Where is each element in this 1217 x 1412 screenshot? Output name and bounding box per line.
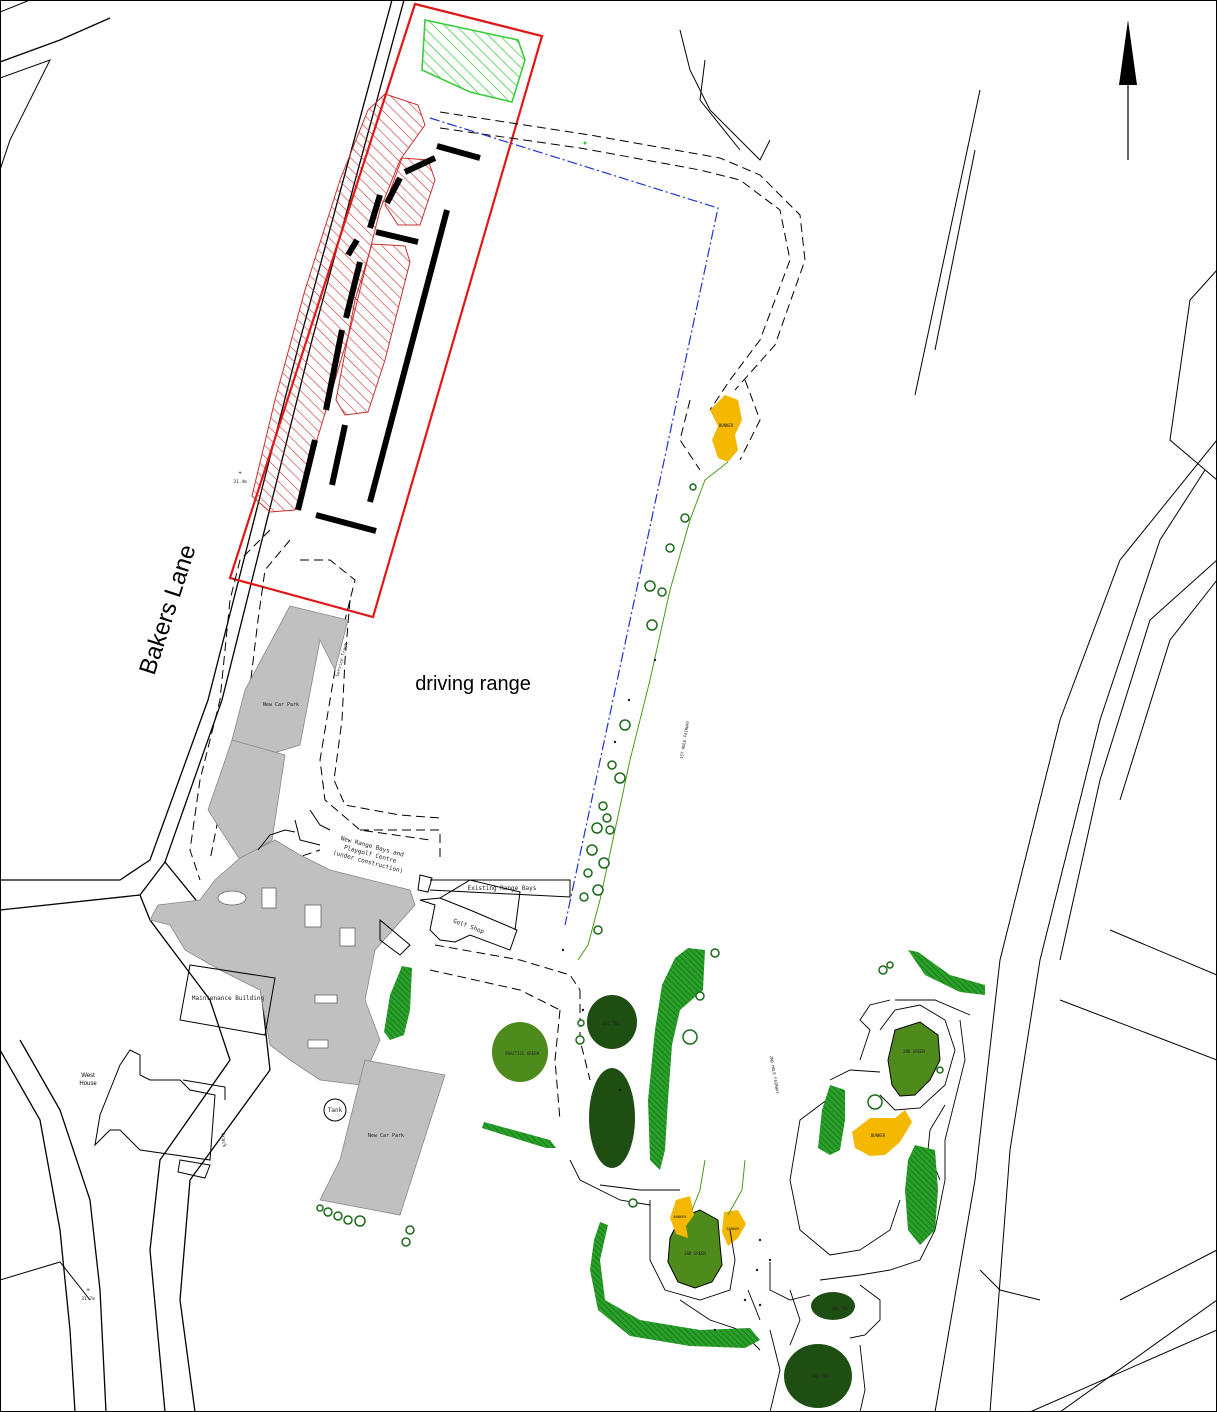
west-house-label-2: House xyxy=(79,1081,97,1087)
svg-text:31.7m: 31.7m xyxy=(81,1296,95,1302)
svg-text:2ND GREEN: 2ND GREEN xyxy=(903,1049,925,1054)
svg-text:+: + xyxy=(86,1287,90,1294)
second-tee: 2ND TEE xyxy=(811,1292,855,1320)
car-parks-and-buildings xyxy=(149,605,446,1216)
fairway-lines xyxy=(577,461,746,1216)
west-house-label: West xyxy=(81,1073,95,1079)
practice-green: PRACTICE GREEN xyxy=(492,1022,548,1082)
svg-text:BUNKER: BUNKER xyxy=(719,423,734,428)
bunker-left-small: BUNKER xyxy=(670,1196,694,1238)
building-outlines xyxy=(94,809,571,1179)
building-cutouts xyxy=(217,887,356,1049)
svg-text:PRACTICE GREEN: PRACTICE GREEN xyxy=(505,1051,539,1056)
driving-range-boundary xyxy=(429,117,719,926)
tree-dots xyxy=(561,141,772,1332)
svg-text:+: + xyxy=(238,470,242,477)
svg-text:BUNKER: BUNKER xyxy=(727,1227,741,1231)
bunker-right: BUNKER xyxy=(852,1110,912,1156)
trees xyxy=(316,483,944,1247)
first-tee: 1ST TEE xyxy=(587,995,637,1049)
track-label: Track xyxy=(219,1132,228,1148)
svg-text:2ND TEE: 2ND TEE xyxy=(832,1306,849,1311)
maintenance-building-label: Maintenance Building xyxy=(192,995,265,1002)
golf-shop-label: Golf Shop xyxy=(452,918,485,936)
spot-heights: + 31.4m + 31.7m xyxy=(81,470,247,1302)
bunker-right-small: BUNKER xyxy=(722,1210,746,1246)
second-hole-fairway-label: 2ND HOLE FAIRWAY xyxy=(769,1055,781,1094)
new-car-park-north-label: New Car Park xyxy=(263,702,299,708)
svg-text:Tank: Tank xyxy=(328,1107,343,1114)
north-arrow-icon xyxy=(1119,20,1137,160)
new-range-bays-label: New Range Bays and Playgolf Centre (unde… xyxy=(332,835,405,875)
new-car-park-south-label: New Car Park xyxy=(368,1133,404,1139)
bunker-top: BUNKER xyxy=(710,395,742,462)
development-boundary xyxy=(228,2,544,619)
driving-range-label: driving range xyxy=(415,673,531,695)
svg-text:31.4m: 31.4m xyxy=(233,479,247,485)
tank: Tank xyxy=(323,1098,347,1122)
bakers-lane-label: Bakers Lane xyxy=(134,541,201,678)
second-green: 2ND GREEN xyxy=(887,1021,941,1097)
third-tee: 3RD TEE xyxy=(784,1344,852,1408)
svg-text:3RD GREEN: 3RD GREEN xyxy=(684,1251,706,1256)
tree-belts xyxy=(384,948,985,1348)
existing-range-bays-label: Existing Range Bays xyxy=(468,885,537,892)
first-hole-fairway-label: 1ST HOLE FAIRWAY xyxy=(679,720,691,759)
svg-text:BUNKER: BUNKER xyxy=(871,1133,886,1138)
svg-text:BUNKER: BUNKER xyxy=(674,1215,688,1219)
range-bay-markers xyxy=(295,143,481,534)
first-tee-lower xyxy=(589,1068,635,1168)
svg-text:1ST TEE: 1ST TEE xyxy=(603,1021,620,1026)
svg-text:3RD TEE: 3RD TEE xyxy=(812,1374,829,1379)
